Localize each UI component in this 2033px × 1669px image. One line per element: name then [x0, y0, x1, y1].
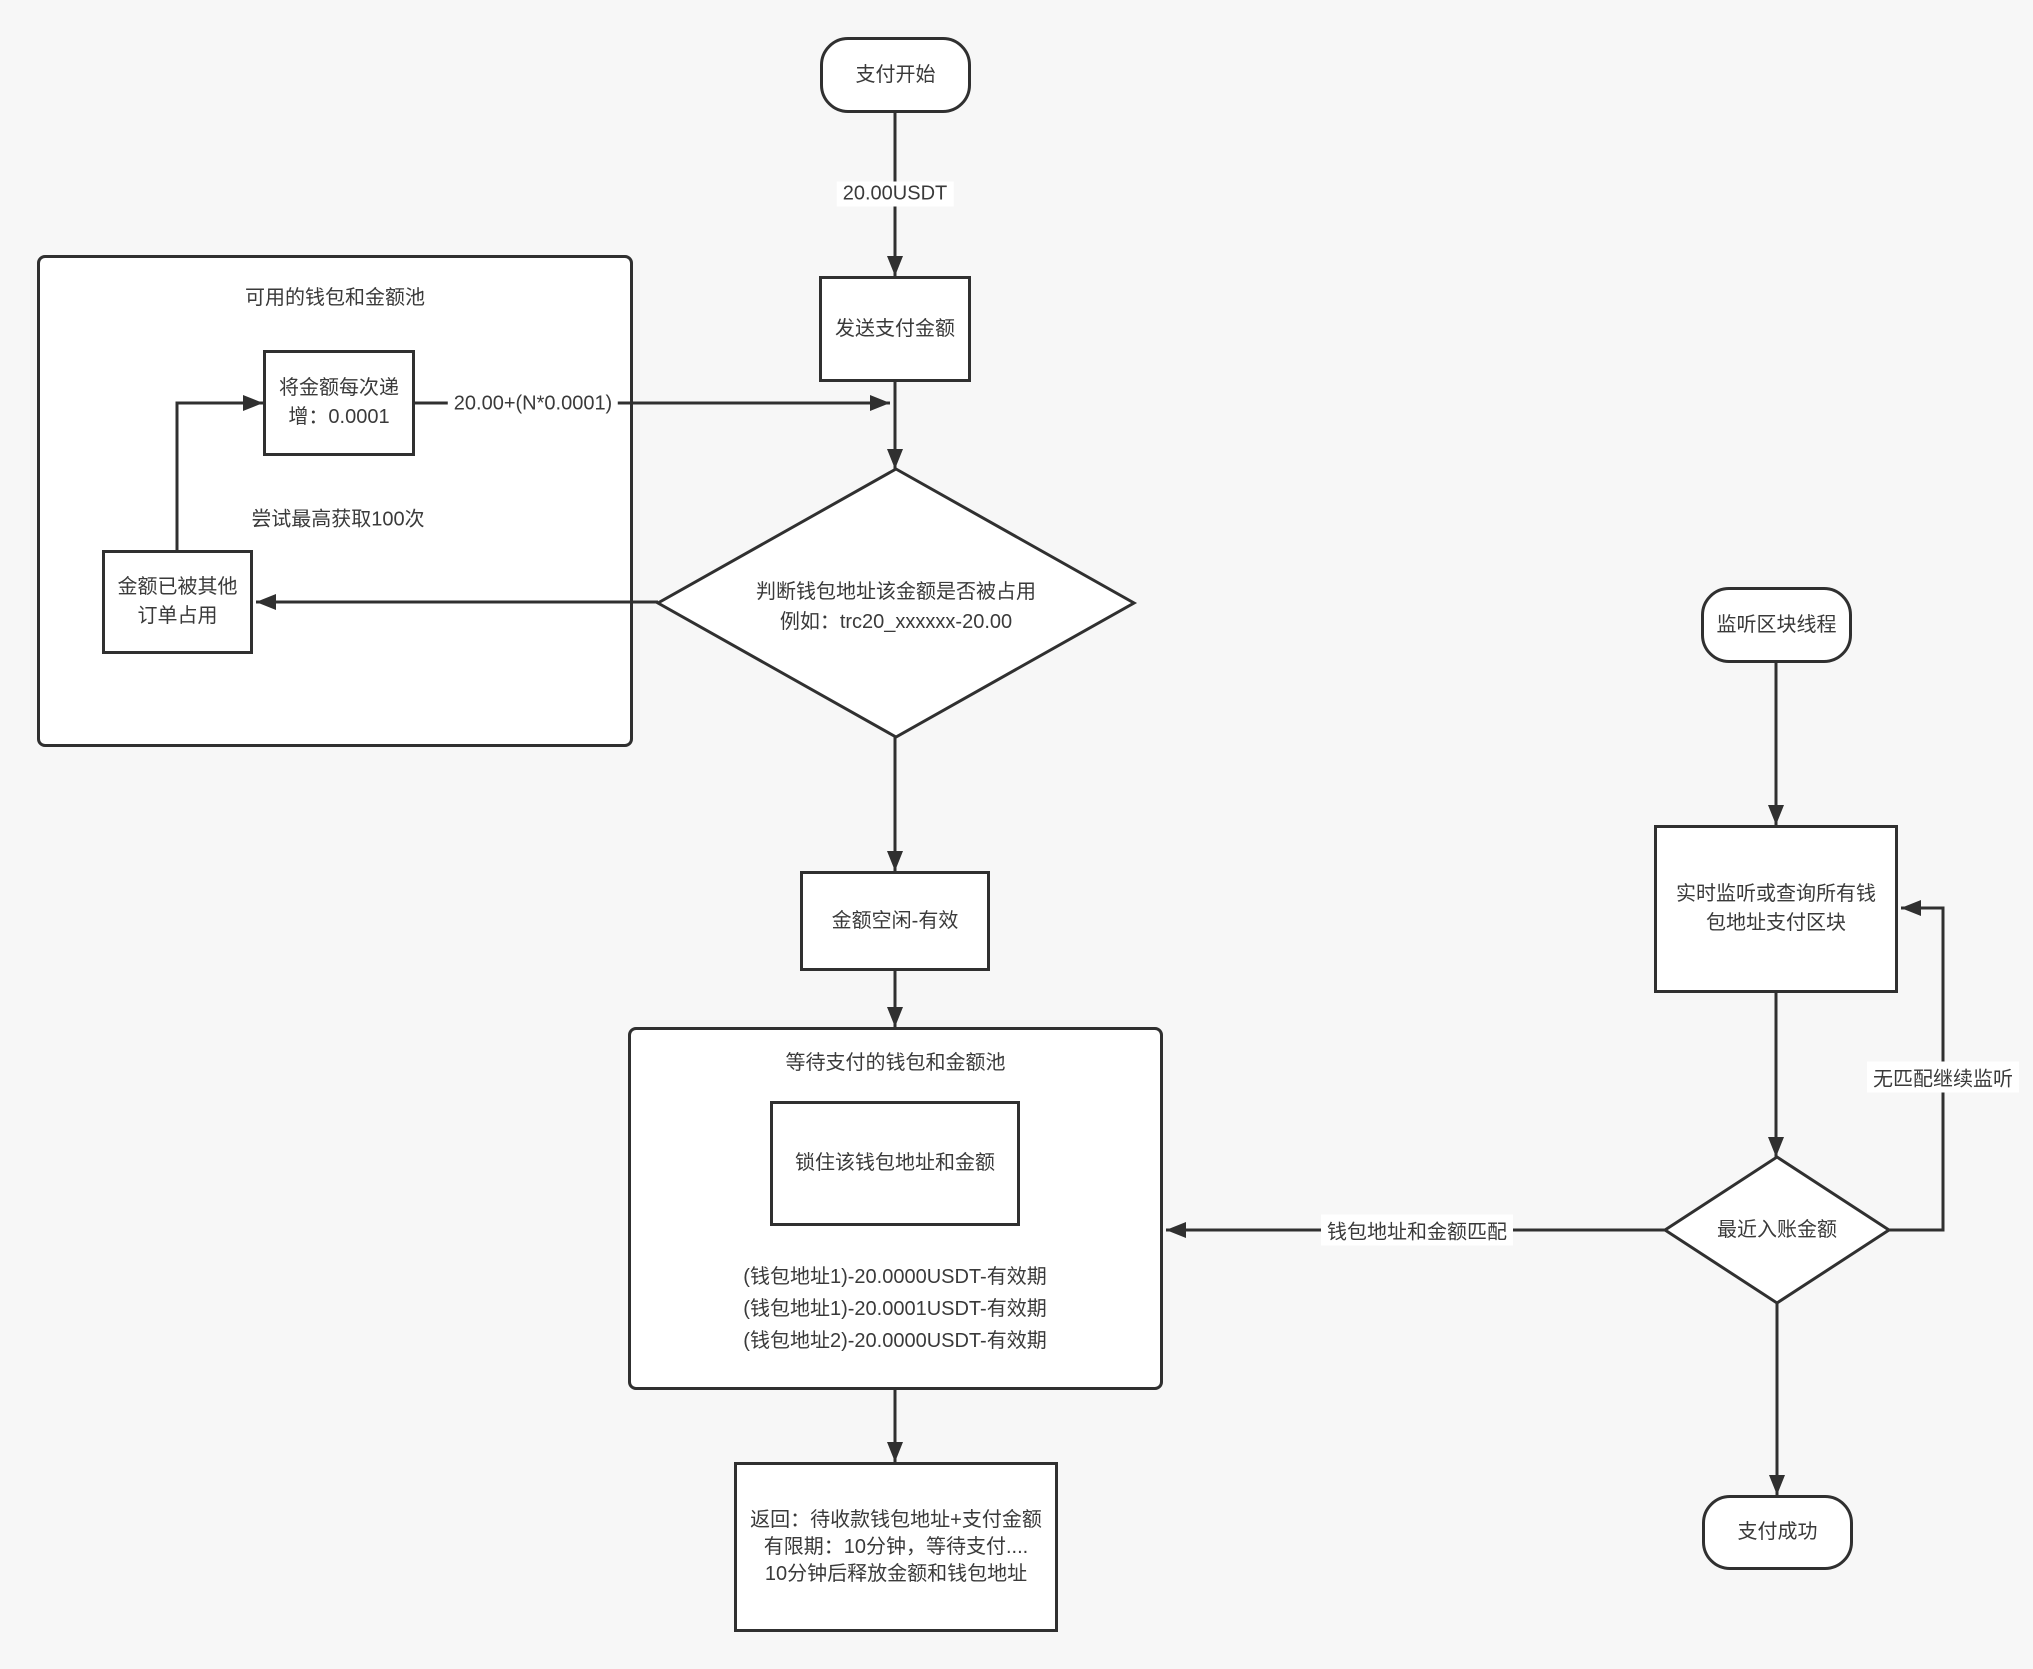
check-occupied-text: 判断钱包地址该金额是否被占用 例如：trc20_xxxxxx-20.00	[756, 577, 1036, 637]
return-line3: 10分钟后释放金额和钱包地址	[764, 1562, 1028, 1585]
payment-amount-label: 20.00USDT	[836, 181, 954, 207]
pay-success-label: 支付成功	[1737, 1521, 1818, 1543]
return-node: 返回：待收款钱包地址+支付金额 有限期：10分钟，等待支付.... 10分钟后释…	[734, 1462, 1058, 1632]
pool-entry: (钱包地址1)-20.0001USDT-有效期	[743, 1298, 1047, 1320]
listen-thread-node: 监听区块线程	[1701, 587, 1852, 663]
start-label: 支付开始	[855, 63, 936, 86]
amount-free-node: 金额空闲-有效	[800, 871, 990, 971]
check-occupied-diamond	[654, 467, 1138, 739]
increment-label: 将金额每次递增：0.0001	[279, 377, 399, 428]
realtime-listen-label: 实时监听或查询所有钱包地址支付区块	[1676, 883, 1876, 934]
no-match-label: 无匹配继续监听	[1867, 1061, 2019, 1093]
pay-success-node: 支付成功	[1702, 1495, 1853, 1570]
amount-free-label: 金额空闲-有效	[831, 909, 959, 932]
send-amount-label: 发送支付金额	[835, 317, 955, 340]
start-node: 支付开始	[820, 37, 971, 113]
recent-amount-text: 最近入账金额	[1717, 1219, 1837, 1241]
lock-node: 锁住该钱包地址和金额	[770, 1101, 1020, 1226]
available-pool-container: 可用的钱包和金额池	[37, 255, 633, 747]
waiting-pool-title: 等待支付的钱包和金额池	[785, 1052, 1006, 1074]
realtime-listen-node: 实时监听或查询所有钱包地址支付区块	[1654, 825, 1898, 993]
increment-node: 将金额每次递增：0.0001	[263, 350, 415, 456]
listen-thread-label: 监听区块线程	[1716, 613, 1837, 636]
increment-formula-label: 20.00+(N*0.0001)	[447, 391, 619, 417]
waiting-pool-container: 等待支付的钱包和金额池	[628, 1027, 1163, 1390]
pool-entry: (钱包地址1)-20.0000USDT-有效期	[743, 1266, 1047, 1288]
check-occupied-line2: 例如：trc20_xxxxxx-20.00	[779, 611, 1013, 633]
pool-entries: (钱包地址1)-20.0000USDT-有效期 (钱包地址1)-20.0001U…	[743, 1261, 1046, 1357]
occupied-label: 金额已被其他订单占用	[117, 576, 238, 627]
available-pool-title: 可用的钱包和金额池	[245, 287, 425, 309]
return-line1: 返回：待收款钱包地址+支付金额	[750, 1508, 1042, 1531]
check-occupied-line1: 判断钱包地址该金额是否被占用	[756, 581, 1036, 603]
recent-amount-diamond	[1662, 1155, 1892, 1305]
send-amount-node: 发送支付金额	[819, 276, 971, 382]
return-line2: 有限期：10分钟，等待支付....	[763, 1535, 1029, 1558]
pool-entry: (钱包地址2)-20.0000USDT-有效期	[743, 1330, 1047, 1352]
occupied-node: 金额已被其他订单占用	[102, 550, 253, 654]
retry-note: 尝试最高获取100次	[251, 508, 425, 531]
lock-label: 锁住该钱包地址和金额	[795, 1152, 995, 1174]
edge-occupied-to-increment	[175, 395, 263, 550]
match-label: 钱包地址和金额匹配	[1321, 1214, 1513, 1246]
